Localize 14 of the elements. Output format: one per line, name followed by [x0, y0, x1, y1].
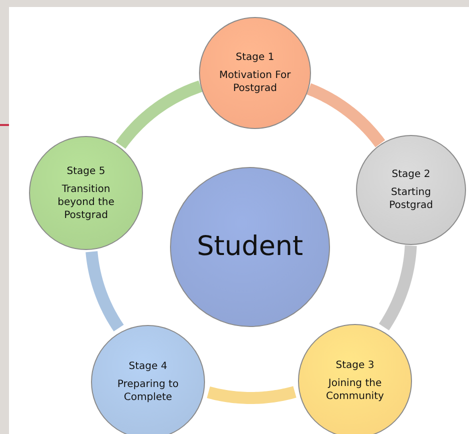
connector-arc [116, 80, 204, 150]
stage-label: Preparing to Complete [116, 378, 180, 404]
stage-label: Student [196, 230, 304, 264]
stage-label: Motivation For Postgrad [218, 69, 292, 95]
stage-label: Transition beyond the Postgrad [56, 182, 116, 222]
connector-arc [204, 386, 299, 404]
connector-arc [304, 83, 386, 148]
stage-heading: Stage 2 [390, 168, 432, 181]
stage-heading: Stage 3 [334, 359, 376, 372]
stage-label: Joining the Community [325, 377, 385, 403]
stage-heading: Stage 1 [234, 51, 276, 64]
stage-heading: Stage 5 [66, 164, 106, 178]
stage-heading: Stage 4 [128, 360, 168, 373]
stage-label: Starting Postgrad [388, 186, 434, 212]
